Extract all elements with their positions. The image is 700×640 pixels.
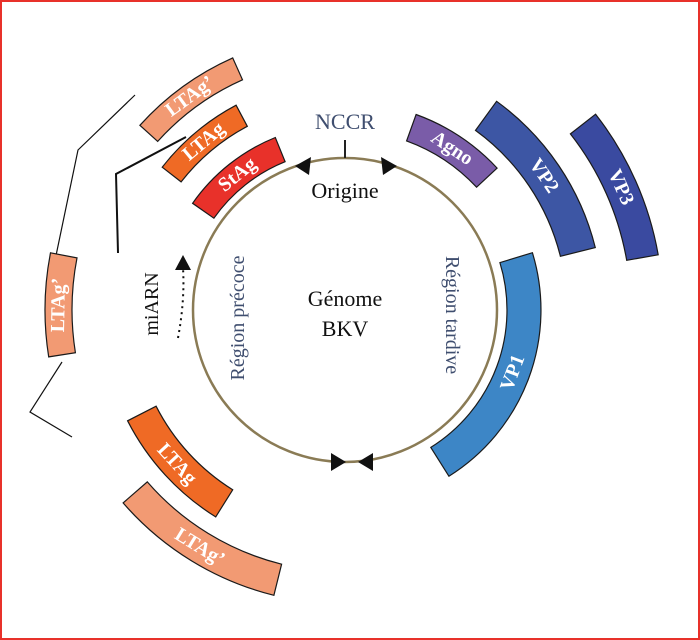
splice-line-ltag xyxy=(114,136,187,254)
ltagp-bottom-segment xyxy=(122,481,283,597)
ltag-top-segment xyxy=(161,104,249,183)
origin-label: Origine xyxy=(311,178,378,203)
vp3-segment xyxy=(569,113,659,261)
ltagp-top-segment xyxy=(139,57,244,143)
ltag-main-segment xyxy=(126,405,234,518)
genome-label-line1: Génome xyxy=(308,286,383,311)
mirna-arrow-line xyxy=(177,267,185,339)
bottom-arrow-left xyxy=(331,453,346,471)
ltagp-small-label: LTAg’ xyxy=(47,278,70,333)
origin-arrow-left xyxy=(295,157,311,175)
splice-line-ltagp-top xyxy=(52,94,136,271)
vp2-segment xyxy=(474,100,597,258)
genome-label-line2: BKV xyxy=(322,316,369,341)
stag-segment xyxy=(191,136,286,220)
ltagp-small-segment xyxy=(44,252,78,358)
origin-arrow-right xyxy=(381,157,397,175)
agno-segment xyxy=(405,113,498,189)
mirna-label: miARN xyxy=(141,272,163,335)
vp1-segment xyxy=(429,251,542,478)
early-region-label: Région précoce xyxy=(227,255,249,380)
nccr-label: NCCR xyxy=(315,109,375,134)
bottom-arrow-right xyxy=(358,453,373,471)
late-region-label: Région tardive xyxy=(441,256,463,374)
mirna-arrowhead xyxy=(175,255,191,270)
splice-line-ltagp-bottom xyxy=(29,361,73,438)
